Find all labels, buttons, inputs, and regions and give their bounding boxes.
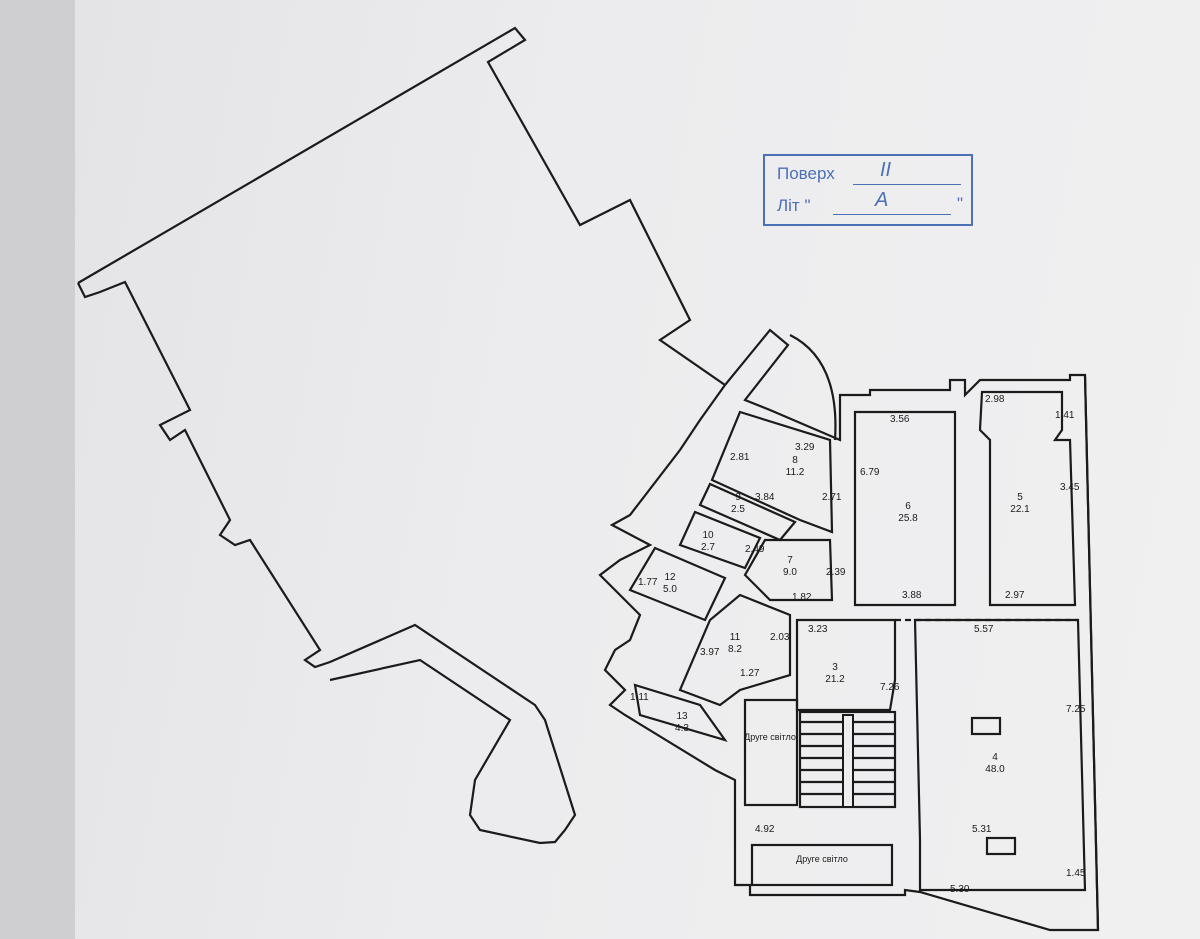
svg-text:2.81: 2.81 bbox=[730, 452, 750, 463]
svg-text:5.57: 5.57 bbox=[974, 624, 994, 635]
background-edge bbox=[0, 0, 75, 939]
room-3 bbox=[795, 618, 897, 712]
svg-text:7.26: 7.26 bbox=[880, 682, 900, 693]
svg-text:3: 3 bbox=[832, 662, 838, 673]
svg-text:3.88: 3.88 bbox=[902, 590, 922, 601]
svg-text:9: 9 bbox=[735, 492, 741, 503]
letter-value: А bbox=[875, 189, 889, 211]
column bbox=[970, 716, 1002, 736]
svg-text:2.03: 2.03 bbox=[770, 632, 790, 643]
svg-text:5.31: 5.31 bbox=[972, 824, 992, 835]
outer-wall-west-lower bbox=[77, 280, 577, 845]
svg-text:1.27: 1.27 bbox=[740, 668, 760, 679]
svg-text:11.2: 11.2 bbox=[786, 467, 805, 478]
balcony-arc bbox=[789, 334, 837, 441]
letter-label: Літ " bbox=[777, 196, 811, 215]
svg-text:2.49: 2.49 bbox=[745, 544, 765, 555]
room-8 bbox=[710, 410, 834, 534]
room-13 bbox=[633, 683, 728, 742]
svg-text:3.29: 3.29 bbox=[795, 442, 815, 453]
room-11 bbox=[678, 593, 792, 707]
svg-text:2.7: 2.7 bbox=[701, 542, 715, 553]
svg-text:11: 11 bbox=[730, 632, 741, 643]
svg-text:3.84: 3.84 bbox=[755, 492, 775, 503]
svg-text:6.79: 6.79 bbox=[860, 467, 880, 478]
svg-text:1.82: 1.82 bbox=[792, 592, 812, 603]
svg-text:2.97: 2.97 bbox=[1005, 590, 1025, 601]
svg-text:1.41: 1.41 bbox=[1055, 410, 1075, 421]
east-outer bbox=[598, 374, 1100, 932]
svg-text:2.71: 2.71 bbox=[822, 492, 842, 503]
second-light-void-1 bbox=[743, 698, 799, 807]
svg-text:21.2: 21.2 bbox=[825, 674, 845, 685]
svg-text:7.25: 7.25 bbox=[1066, 704, 1086, 715]
dimension-labels: 3.56 2.98 1.41 3.29 2.81 6.79 3.45 2.71 … bbox=[630, 394, 1086, 895]
room-4 bbox=[913, 618, 1087, 892]
svg-text:5.30: 5.30 bbox=[950, 884, 970, 895]
svg-text:4.3: 4.3 bbox=[675, 723, 689, 734]
paper-sheet bbox=[75, 0, 1200, 939]
floor-label: Поверх bbox=[777, 164, 835, 183]
room-5 bbox=[978, 390, 1077, 607]
svg-text:4: 4 bbox=[992, 752, 998, 763]
room-labels: 811.2 92.5 102.7 79.0 125.0 118.2 134.3 … bbox=[663, 455, 1030, 864]
svg-text:2.98: 2.98 bbox=[985, 394, 1005, 405]
svg-text:4.92: 4.92 bbox=[755, 824, 775, 835]
svg-text:1.11: 1.11 bbox=[630, 692, 649, 703]
svg-text:Друге світло: Друге світло bbox=[744, 732, 796, 742]
svg-text:13: 13 bbox=[676, 711, 688, 722]
svg-text:7: 7 bbox=[787, 555, 793, 566]
svg-text:12: 12 bbox=[664, 572, 676, 583]
room-12 bbox=[628, 546, 727, 622]
second-light-void-2 bbox=[750, 843, 894, 887]
svg-text:3.45: 3.45 bbox=[1060, 482, 1080, 493]
svg-text:3.97: 3.97 bbox=[700, 647, 720, 658]
svg-text:10: 10 bbox=[702, 530, 714, 541]
svg-text:9.0: 9.0 bbox=[783, 567, 797, 578]
room-7 bbox=[743, 538, 834, 602]
svg-text:22.1: 22.1 bbox=[1010, 504, 1030, 515]
svg-text:8.2: 8.2 bbox=[728, 644, 742, 655]
corridor-wall bbox=[724, 328, 1100, 931]
room-6 bbox=[853, 410, 957, 607]
floor-stamp: Поверх II Літ " А " bbox=[763, 154, 973, 226]
letter-close-quote: " bbox=[957, 194, 964, 213]
svg-text:5: 5 bbox=[1017, 492, 1023, 503]
svg-text:1.45: 1.45 bbox=[1066, 868, 1086, 879]
svg-text:Друге світло: Друге світло bbox=[796, 854, 848, 864]
staircase bbox=[798, 710, 897, 809]
svg-text:1.77: 1.77 bbox=[638, 577, 658, 588]
svg-text:25.8: 25.8 bbox=[898, 513, 918, 524]
svg-text:3.56: 3.56 bbox=[890, 414, 910, 425]
floor-value: II bbox=[880, 159, 892, 181]
svg-text:2.5: 2.5 bbox=[731, 504, 745, 515]
room-10 bbox=[678, 510, 762, 570]
svg-text:48.0: 48.0 bbox=[985, 764, 1005, 775]
svg-text:3.23: 3.23 bbox=[808, 624, 828, 635]
svg-text:6: 6 bbox=[905, 501, 911, 512]
outer-wall-west bbox=[77, 26, 726, 386]
svg-text:2.39: 2.39 bbox=[826, 567, 846, 578]
svg-text:8: 8 bbox=[792, 455, 798, 466]
column bbox=[985, 836, 1017, 856]
svg-text:5.0: 5.0 bbox=[663, 584, 677, 595]
